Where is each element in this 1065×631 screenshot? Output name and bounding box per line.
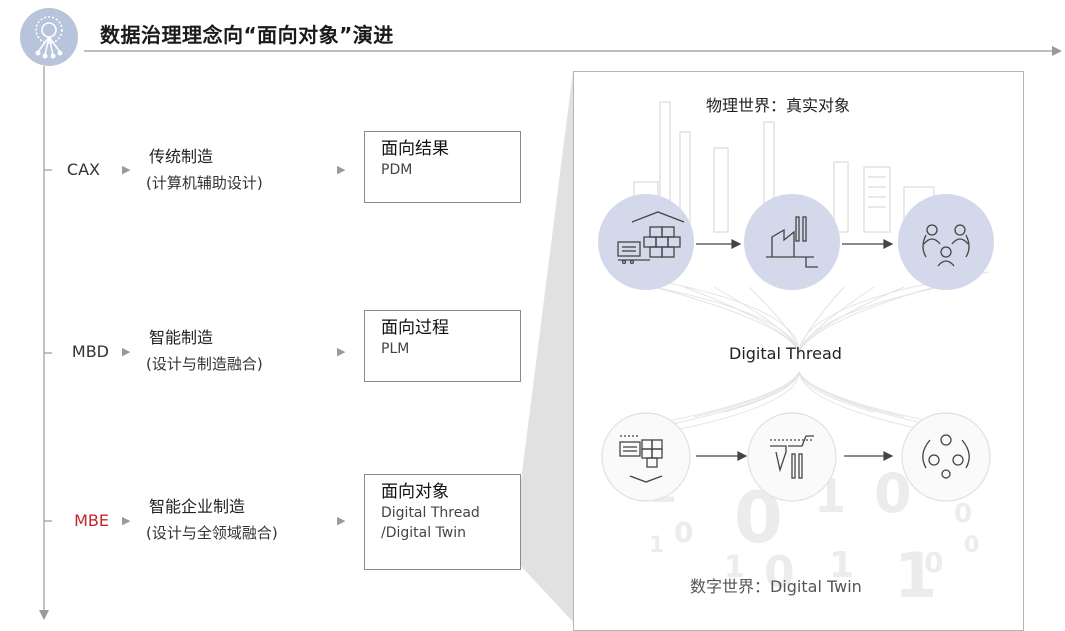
svg-text:1: 1 xyxy=(894,539,937,612)
result-line: /Digital Twin xyxy=(381,525,467,541)
stage-code: CAX xyxy=(66,160,100,179)
digital-factory-icon xyxy=(770,435,814,479)
page-title: 数据治理理念向“面向对象”演进 xyxy=(100,23,394,47)
arrow-right-icon: ▶ xyxy=(337,345,346,358)
digital-world-label: 数字世界：Digital Twin xyxy=(690,577,862,596)
digital-people-icon xyxy=(922,434,970,479)
result-line: Digital Thread xyxy=(381,505,480,521)
horizontal-arrow xyxy=(84,46,1062,56)
result-title: 面向过程 xyxy=(381,318,449,338)
svg-text:1: 1 xyxy=(724,550,745,585)
callout-fan xyxy=(521,71,573,622)
result-title: 面向对象 xyxy=(381,482,449,502)
result-line: PDM xyxy=(381,162,413,178)
world-panel: 1 0 1 0 0 1 0 1 1 0 0 1 0 xyxy=(573,71,1024,631)
arrow-right-icon: ▶ xyxy=(337,163,346,176)
factory-icon xyxy=(766,216,818,268)
arrow-right-icon: ▶ xyxy=(122,514,131,527)
result-box: 面向结果 PDM xyxy=(364,131,521,203)
timeline-axis xyxy=(39,66,52,620)
stage-subtitle: (设计与制造融合) xyxy=(146,355,263,373)
stage-name: 传统制造 xyxy=(149,147,214,166)
svg-text:1: 1 xyxy=(649,533,664,558)
logo-icon xyxy=(20,8,78,66)
arrow-right-icon: ▶ xyxy=(337,514,346,527)
circle-factory xyxy=(744,194,840,290)
stage-name: 智能制造 xyxy=(149,328,214,347)
stage-code: MBD xyxy=(71,342,109,361)
svg-text:0: 0 xyxy=(924,546,943,579)
stage-code-highlight: MBE xyxy=(74,511,109,530)
circle-people xyxy=(898,194,994,290)
result-title: 面向结果 xyxy=(381,139,449,159)
svg-text:0: 0 xyxy=(674,516,693,549)
physical-arrows xyxy=(696,239,894,249)
stage-subtitle: (计算机辅助设计) xyxy=(146,174,263,192)
arrow-right-icon: ▶ xyxy=(122,345,131,358)
digital-thread-label: Digital Thread xyxy=(729,344,842,363)
arrow-right-icon: ▶ xyxy=(122,163,131,176)
result-box: 面向过程 PLM xyxy=(364,310,521,382)
stage-subtitle: (设计与全领域融合) xyxy=(146,524,278,542)
circle-digital-warehouse xyxy=(601,412,691,502)
svg-text:0: 0 xyxy=(764,547,795,598)
svg-text:1: 1 xyxy=(829,545,854,586)
digital-warehouse-icon xyxy=(619,435,663,483)
result-box: 面向对象 Digital Thread /Digital Twin xyxy=(364,474,521,570)
circle-warehouse xyxy=(598,194,694,290)
warehouse-icon xyxy=(617,211,685,265)
circle-digital-people xyxy=(901,412,991,502)
digital-arrows xyxy=(696,451,894,461)
svg-text:0: 0 xyxy=(964,533,979,558)
physical-world-label: 物理世界：真实对象 xyxy=(706,96,851,115)
people-group-icon xyxy=(922,224,970,267)
stage-name: 智能企业制造 xyxy=(149,497,246,516)
result-line: PLM xyxy=(381,341,410,357)
svg-text:0: 0 xyxy=(954,499,972,529)
